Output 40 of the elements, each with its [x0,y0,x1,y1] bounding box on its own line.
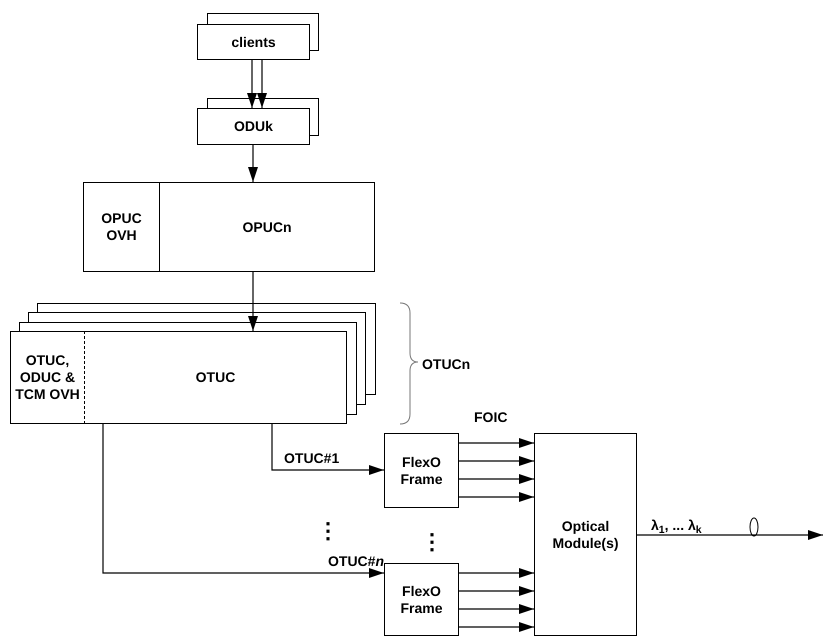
arrow [459,586,534,596]
arrow [102,424,384,578]
arrow [637,530,823,540]
edge-label: OTUC#n [328,554,384,568]
edge-label: OTUC#1 [284,451,340,465]
node-label: OTUC, ODUC & TCM OVH [14,352,81,403]
arrow [248,272,258,331]
arrow [459,568,534,578]
arrow [247,60,257,108]
arrow [459,622,534,632]
arrow [248,145,258,182]
group-label: OTUCn [422,355,470,374]
continuation-dots: ⋮ [421,531,443,553]
arrow [459,492,534,502]
edge-label: λ$_{1}$, ... λ$_{k}$ [651,518,702,532]
node-label: OPUCn [242,218,292,236]
payload-box [160,182,375,272]
overhead-box [10,331,85,424]
frame-box [384,433,459,508]
arrow [459,456,534,466]
frame-box [384,563,459,636]
node-label: Optical Module(s) [551,518,620,552]
arrow [257,60,267,108]
node-label: FlexO Frame [399,454,444,488]
arrow [459,604,534,614]
process-box [197,108,310,145]
continuation-dots: ⋮ [317,520,339,542]
node-label: ODUk [233,118,274,135]
arrow [271,424,384,475]
node-label: OPUC OVH [100,210,143,244]
overhead-box [83,182,160,272]
module-box [534,433,637,636]
node-label: OTUC [194,369,236,386]
edge-label: FOIC [474,410,508,424]
payload-box [85,331,347,424]
arrow [459,474,534,484]
process-box [197,24,310,60]
arrow [459,438,534,448]
node-label: clients [230,34,277,50]
node-label: FlexO Frame [399,582,444,616]
